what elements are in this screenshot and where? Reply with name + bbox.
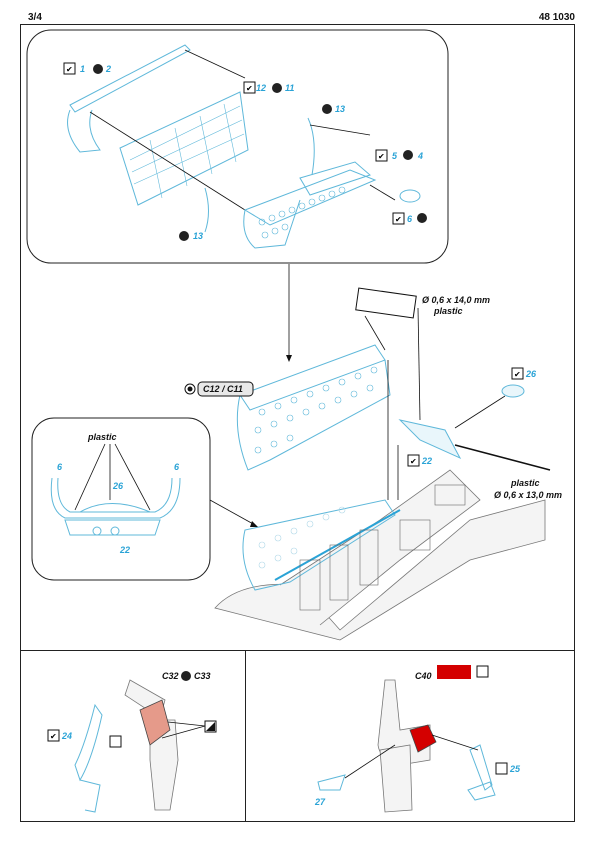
page-number: 3/4 [28,12,42,23]
svg-text:✔: ✔ [246,84,253,93]
svg-text:6: 6 [407,214,413,224]
inset-bottom-22: 22 [119,545,130,555]
bottom-left-assembly [74,679,179,813]
highlight-salmon [139,699,171,746]
part-ref-c33: C33 [194,671,211,681]
part-22-bracket [398,419,462,460]
bottom-right-frame [245,650,575,822]
inset-right-6: 6 [174,462,180,472]
inset-detail [31,417,211,581]
middle-seat-pan [236,344,391,471]
svg-text:2: 2 [105,64,111,74]
rod-bottom [454,444,551,471]
highlight-red [409,724,437,753]
part-22-number: 22 [421,456,432,466]
side-strip-13b [204,187,209,233]
svg-text:1: 1 [80,64,85,74]
part-25-number: 25 [509,764,521,774]
svg-text:✔: ✔ [50,732,57,741]
inset-left-6: 6 [57,462,63,472]
svg-text:12: 12 [256,83,266,93]
rod-top-size: Ø 0,6 x 14,0 mm [422,295,490,305]
perforated-floor-part [243,161,377,249]
small-bracket [399,189,421,203]
inset-part [50,477,181,536]
label-13-bottom: 13 [179,231,203,241]
svg-text:✔: ✔ [66,65,73,74]
inset-center-26: 26 [112,481,124,491]
label-13-top: 13 [322,104,345,114]
svg-text:13: 13 [335,104,345,114]
svg-text:✔: ✔ [378,152,385,161]
svg-text:✔: ✔ [514,370,521,379]
svg-text:C12 / C11: C12 / C11 [203,384,243,394]
label-6: ✔ 6 [392,212,427,225]
part-24-number: 24 [61,731,72,741]
red-swatch [437,665,471,679]
seat-back-plate [355,287,417,319]
inset-material-label: plastic [87,432,117,442]
part-ref-c32: C32 [162,671,179,681]
callout-c12-c11: C12 / C11 [184,381,254,397]
rod-bottom-size: Ø 0,6 x 13,0 mm [494,490,562,500]
document-code: 48 1030 [538,12,575,23]
part-27-number: 27 [314,797,326,807]
label-5-4: ✔ 5 4 [375,149,423,162]
svg-text:13: 13 [193,231,203,241]
bottom-right-assembly [317,679,496,813]
seat-back-part [67,44,249,206]
part-ref-c40: C40 [415,671,432,681]
label-1-2: ✔ 1 2 [63,62,111,75]
rod-top-material: plastic [433,306,463,316]
top-detail-panel [26,29,449,264]
svg-text:✔: ✔ [395,215,402,224]
side-strip-13 [307,117,315,176]
label-12-11: ✔ 12 11 [243,81,294,94]
rod-bottom-material: plastic [510,478,540,488]
svg-text:4: 4 [417,151,423,161]
svg-text:5: 5 [392,151,398,161]
svg-text:11: 11 [285,83,294,93]
part-26-disc [501,384,525,398]
cockpit-fuselage [214,469,546,641]
svg-text:✔: ✔ [410,457,417,466]
part-26-number: 26 [525,369,537,379]
